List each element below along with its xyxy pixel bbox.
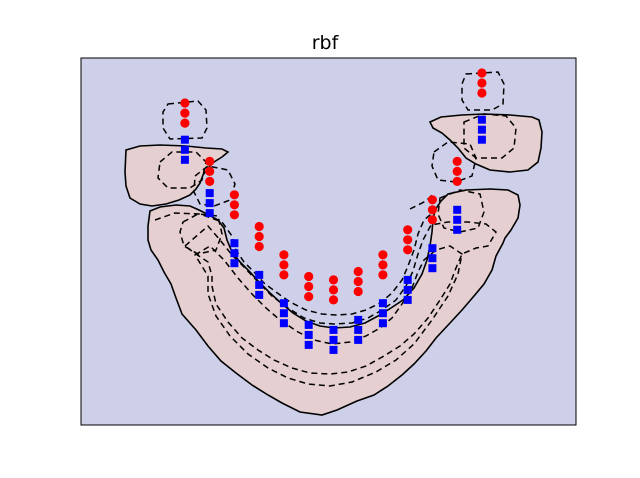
blue-square-point xyxy=(453,225,462,234)
blue-square-point xyxy=(428,264,437,273)
blue-square-point xyxy=(354,325,363,334)
chart-title: rbf xyxy=(312,32,340,54)
margin-island-left-2 xyxy=(193,165,236,207)
blue-square-point xyxy=(279,319,288,328)
blue-square-point xyxy=(428,254,437,263)
blue-square-point xyxy=(304,330,313,339)
red-circle-point xyxy=(353,266,363,277)
blue-square-point xyxy=(230,239,239,248)
blue-square-point xyxy=(329,325,338,334)
red-circle-point xyxy=(328,275,339,285)
red-circle-point xyxy=(403,245,413,255)
blue-square-point xyxy=(205,189,214,198)
red-circle-point xyxy=(254,241,264,252)
red-circle-point xyxy=(378,260,388,270)
blue-square-point xyxy=(403,285,412,294)
blue-square-point xyxy=(230,259,239,268)
blue-square-point xyxy=(329,335,338,344)
blue-square-point xyxy=(304,320,313,329)
red-circle-point xyxy=(452,166,462,176)
red-circle-point xyxy=(403,235,413,245)
red-circle-point xyxy=(254,221,264,232)
red-circle-point xyxy=(427,205,437,215)
red-circle-point xyxy=(180,98,190,108)
red-circle-point xyxy=(477,78,487,88)
margin-island-right-3 xyxy=(437,189,485,233)
red-circle-point xyxy=(304,292,314,302)
axes-frame xyxy=(80,57,577,426)
red-circle-point xyxy=(427,215,437,225)
red-circle-point xyxy=(378,270,388,280)
blue-square-point xyxy=(403,275,412,284)
red-circle-point xyxy=(353,276,363,287)
blue-square-point xyxy=(205,209,214,218)
red-circle-point xyxy=(452,176,462,186)
blue-square-point xyxy=(304,340,313,349)
blue-square-point xyxy=(403,295,412,304)
red-circle-point xyxy=(353,286,363,297)
blue-square-point xyxy=(180,135,189,144)
blue-square-point xyxy=(453,205,462,214)
blue-square-point xyxy=(279,299,288,308)
red-circle-point xyxy=(229,200,239,210)
red-circle-point xyxy=(279,250,289,260)
blue-square-point xyxy=(255,270,264,279)
blue-square-point xyxy=(477,135,486,144)
red-circle-point xyxy=(229,210,239,220)
blue-square-point xyxy=(453,215,462,224)
margin-island-right-2 xyxy=(431,141,477,183)
blue-square-point xyxy=(428,244,437,253)
margin-island-left-3 xyxy=(179,213,223,255)
margin-island-top-left xyxy=(162,100,208,140)
red-circle-point xyxy=(279,260,289,270)
red-circle-point xyxy=(403,225,413,235)
blue-square-point xyxy=(180,155,189,164)
data-points xyxy=(180,68,487,354)
blue-square-point xyxy=(378,309,387,318)
blue-square-point xyxy=(255,290,264,299)
red-circle-point xyxy=(427,195,437,205)
blue-square-point xyxy=(378,299,387,308)
red-circle-point xyxy=(279,270,289,280)
margin-line-inner xyxy=(183,221,497,375)
margin-island-left-1 xyxy=(157,151,207,189)
red-circle-point xyxy=(378,250,388,260)
red-circle-point xyxy=(205,166,215,176)
blue-square-point xyxy=(378,319,387,328)
blue-square-point xyxy=(180,145,189,154)
margin-island-top-right xyxy=(461,71,505,111)
blue-square-point xyxy=(477,125,486,134)
red-circle-point xyxy=(254,231,264,242)
blue-square-point xyxy=(354,335,363,344)
plot-area xyxy=(80,57,577,426)
red-circle-point xyxy=(205,156,215,166)
blue-square-point xyxy=(477,115,486,124)
red-circle-point xyxy=(304,271,314,282)
blue-square-point xyxy=(329,345,338,354)
red-circle-point xyxy=(452,156,462,166)
red-circle-point xyxy=(180,108,190,118)
red-circle-point xyxy=(304,281,314,292)
margin-line-outer xyxy=(154,209,437,316)
blue-square-point xyxy=(230,249,239,258)
blue-square-point xyxy=(205,199,214,208)
blue-square-point xyxy=(354,315,363,324)
red-circle-point xyxy=(477,88,487,98)
margin-island-right-1 xyxy=(463,113,517,159)
red-circle-point xyxy=(205,176,215,186)
blue-square-point xyxy=(279,309,288,318)
red-circle-point xyxy=(328,295,339,305)
red-circle-point xyxy=(229,190,239,200)
blue-square-point xyxy=(255,280,264,289)
red-circle-point xyxy=(477,68,487,78)
red-circle-point xyxy=(180,118,190,128)
red-circle-point xyxy=(328,285,339,295)
